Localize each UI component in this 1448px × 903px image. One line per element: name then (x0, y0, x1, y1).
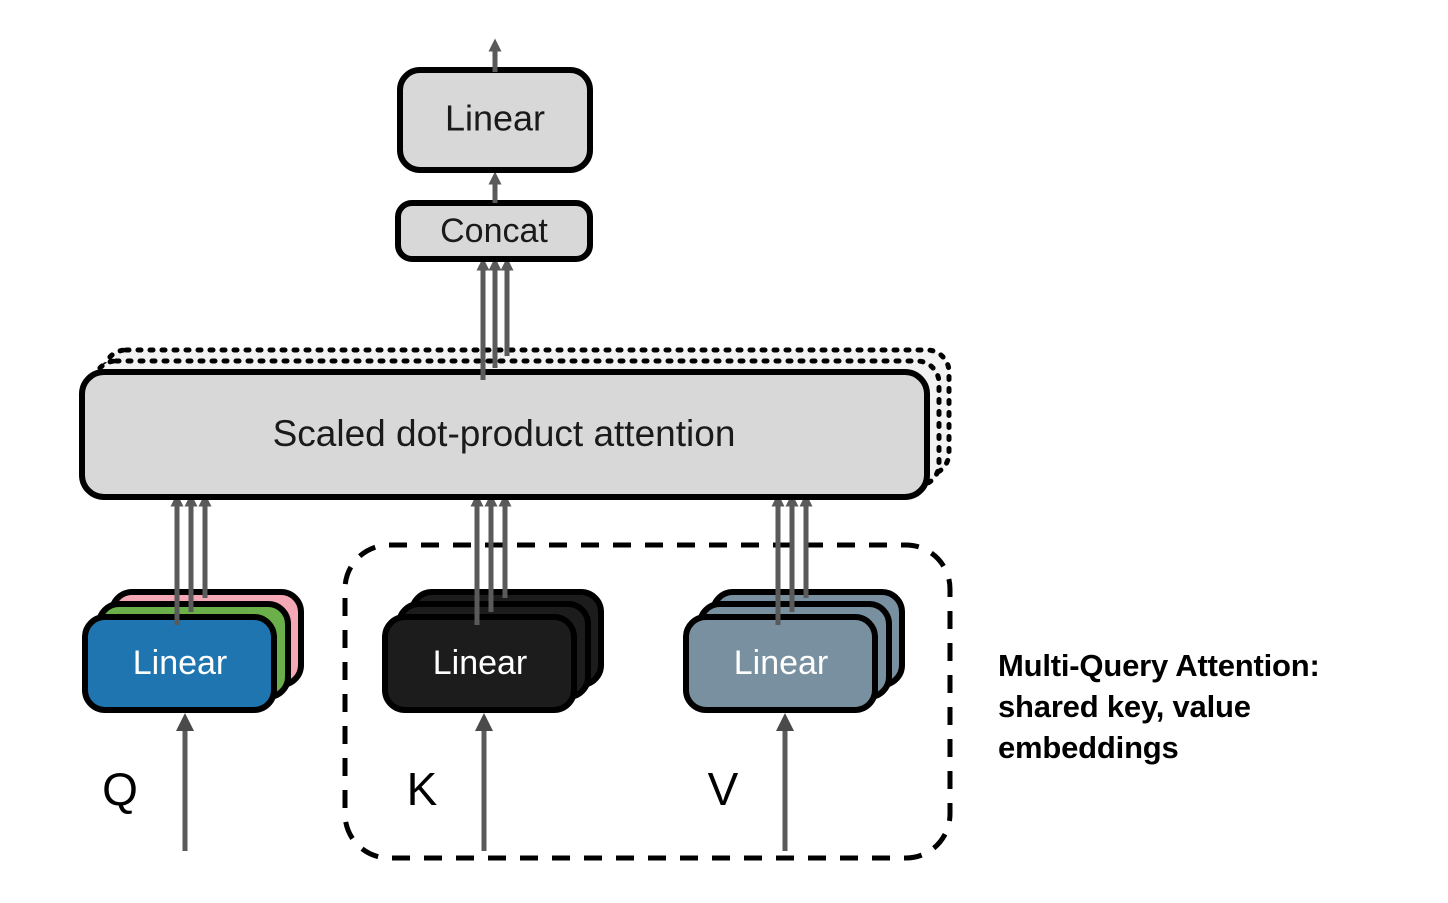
attention-to-concat-arrows (476, 257, 514, 380)
k-to-attention-arrows (470, 493, 512, 625)
scaled-dot-product-attention-stack[interactable]: Scaled dot-product attention (79, 347, 952, 500)
attention-label: Scaled dot-product attention (273, 413, 736, 454)
multi-query-annotation: Multi-Query Attention: shared key, value… (998, 648, 1320, 766)
shared-kv-group-outline (342, 542, 953, 861)
k-linear-stack[interactable]: Linear (382, 589, 604, 713)
attention-layer-front (79, 369, 930, 500)
query-label: Q (102, 763, 138, 815)
q-linear-label: Linear (133, 644, 228, 682)
q-linear-stack[interactable]: Linear (82, 589, 304, 713)
concat-label: Concat (440, 212, 548, 250)
key-label: K (407, 763, 438, 815)
output-linear-label: Linear (445, 98, 545, 139)
v-linear-label: Linear (734, 644, 829, 682)
output-linear-node[interactable]: Linear (397, 67, 593, 173)
concat-node[interactable]: Concat (395, 200, 593, 262)
k-linear-label: Linear (433, 644, 528, 682)
v-to-attention-arrows (771, 493, 813, 625)
value-label: V (708, 763, 739, 815)
q-to-attention-arrows (170, 493, 212, 625)
